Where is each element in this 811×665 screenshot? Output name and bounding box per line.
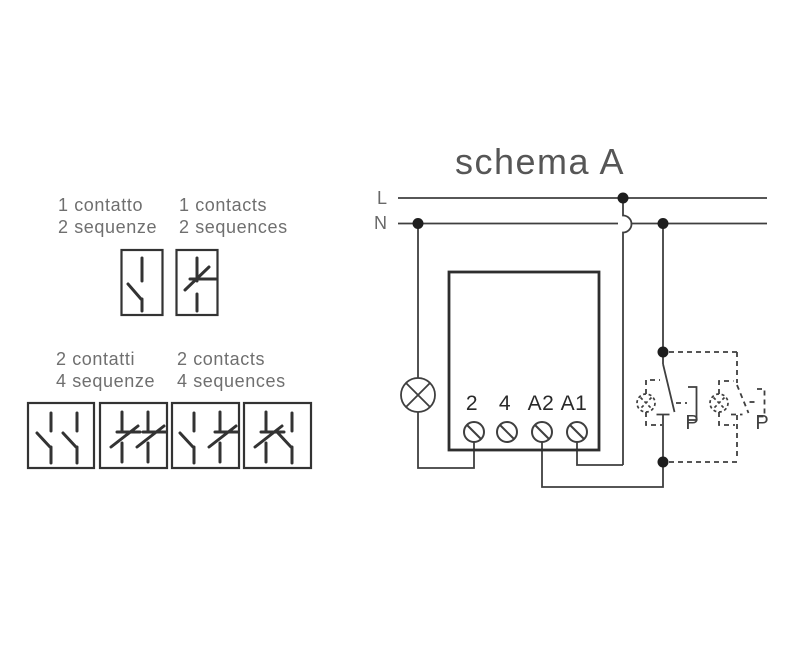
legend-boxes <box>26 248 313 470</box>
line-n-label: N <box>374 213 388 233</box>
legend-row1-italian: 1 contatto 2 sequenze <box>58 194 157 238</box>
legend-box-2-1 <box>26 401 96 470</box>
push-button-actuator-icon <box>688 386 698 421</box>
closed-contact-icon <box>183 256 218 313</box>
legend-box-2-3 <box>170 401 241 470</box>
line-l-label: L <box>377 188 388 208</box>
push-button-actuator-icon <box>757 388 766 418</box>
wire-a1-to-l-with-hop <box>622 198 633 465</box>
closed-contact-icon <box>109 410 142 464</box>
legend-row2-italian: 2 contatti 4 sequenze <box>56 348 155 392</box>
open-contact-icon <box>126 256 144 313</box>
legend-contact-symbols-row2 <box>35 410 294 465</box>
optional-dashed-circuit <box>645 351 766 463</box>
screw-terminal-icon <box>496 421 518 443</box>
closed-contact-icon <box>207 410 240 464</box>
lamp-cross <box>405 382 431 408</box>
lamp-icon <box>709 393 729 413</box>
legend-line: 2 contatti <box>56 349 136 369</box>
load-lamp <box>400 377 436 413</box>
open-contact-icon <box>276 411 294 465</box>
pilot-lamp2-leads <box>718 380 735 426</box>
terminal-label-4: 4 <box>498 392 512 415</box>
relay-device-box <box>447 270 601 452</box>
open-contact-icon <box>35 411 53 465</box>
pilot-lamps <box>636 393 729 413</box>
legend-row1-english: 1 contacts 2 sequences <box>179 194 288 238</box>
screw-terminal-icon <box>531 421 553 443</box>
lamp-icon <box>636 393 656 413</box>
pilot-lamp1-leads <box>645 379 662 426</box>
junction-dot <box>657 346 669 358</box>
legend-box-1-2 <box>175 248 219 317</box>
junction-dots <box>412 192 669 468</box>
junction-dot <box>657 218 669 229</box>
legend-line: 2 sequences <box>179 217 288 237</box>
schematic-wires <box>398 197 767 488</box>
legend-contact-symbols-row1 <box>126 256 218 313</box>
push-button-icon <box>731 352 750 458</box>
junction-dot <box>617 192 629 204</box>
screw-terminal-icon <box>463 421 485 443</box>
wire-lamp-to-terminal-2 <box>417 412 475 469</box>
terminal-label-a2: A2 <box>527 392 555 415</box>
screw-terminal-icon <box>566 421 588 443</box>
push-button-icon <box>656 352 676 462</box>
legend-box-2-2 <box>98 401 169 470</box>
terminal-label-a1: A1 <box>560 392 588 415</box>
legend-line: 4 sequenze <box>56 371 156 391</box>
closed-contact-icon <box>135 410 168 464</box>
legend-box-1-1 <box>120 248 164 317</box>
open-contact-icon <box>178 411 196 465</box>
lamp-icon <box>400 377 436 413</box>
wire-terminal-a2 <box>541 442 664 488</box>
pushbutton2-label: P <box>755 412 769 434</box>
closed-contact-icon <box>253 410 286 464</box>
legend-line: 4 sequences <box>177 371 286 391</box>
screw-terminals <box>463 421 588 443</box>
junction-dot <box>657 456 669 468</box>
open-contact-icon <box>61 411 79 465</box>
legend-row2-english: 2 contacts 4 sequences <box>177 348 286 392</box>
pushbutton1-label: P <box>685 412 699 434</box>
legend-box-2-4 <box>242 401 313 470</box>
legend-line: 1 contatto <box>58 195 144 215</box>
junction-dot <box>412 218 424 229</box>
terminal-label-2: 2 <box>465 392 479 415</box>
legend-line: 2 sequenze <box>58 217 158 237</box>
legend-line: 1 contacts <box>179 195 268 215</box>
legend-line: 2 contacts <box>177 349 266 369</box>
schema-title: schema A <box>454 141 626 182</box>
